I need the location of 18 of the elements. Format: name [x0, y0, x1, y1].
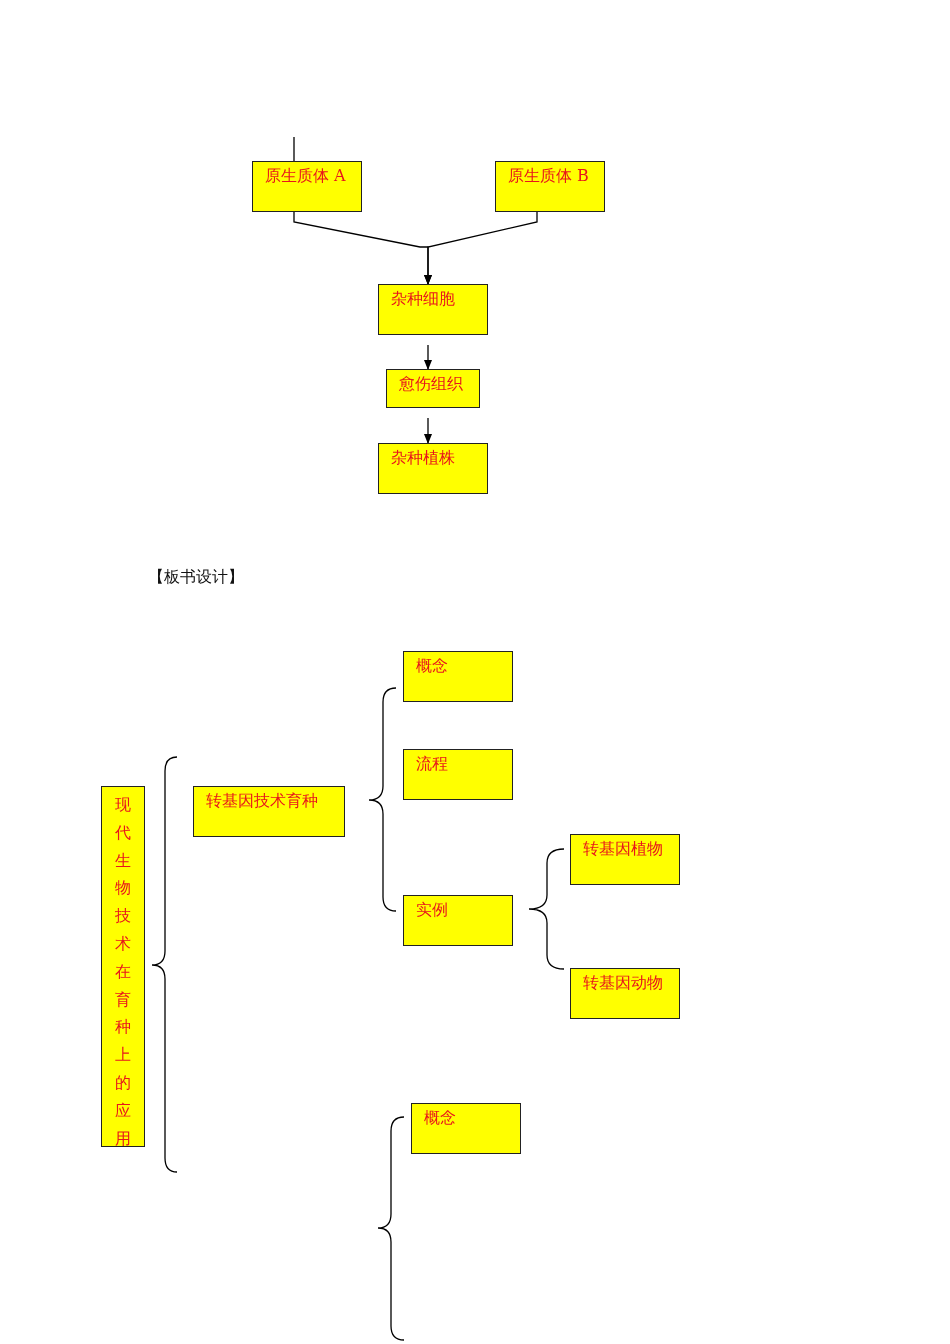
connector-line	[293, 136, 295, 162]
text-box: 原生质体 A	[252, 161, 362, 212]
text-box: 转基因植物	[570, 834, 680, 885]
text-box: 流程	[403, 749, 513, 800]
text-box: 概念	[411, 1103, 521, 1154]
text-box: 转基因技术育种	[193, 786, 345, 837]
text-box: 原生质体 B	[495, 161, 605, 212]
arrow	[424, 344, 432, 370]
text-box: 杂种细胞	[378, 284, 488, 335]
text-box: 愈伤组织	[386, 369, 480, 408]
text-box: 转基因动物	[570, 968, 680, 1019]
arrow	[424, 211, 538, 285]
text-box: 杂种植株	[378, 443, 488, 494]
text-box: 实例	[403, 895, 513, 946]
section-heading: 【板书设计】	[148, 567, 244, 588]
text-box: 概念	[403, 651, 513, 702]
arrow	[424, 417, 432, 444]
vertical-text-box: 现代生物技术在育种上的应用	[101, 786, 145, 1147]
